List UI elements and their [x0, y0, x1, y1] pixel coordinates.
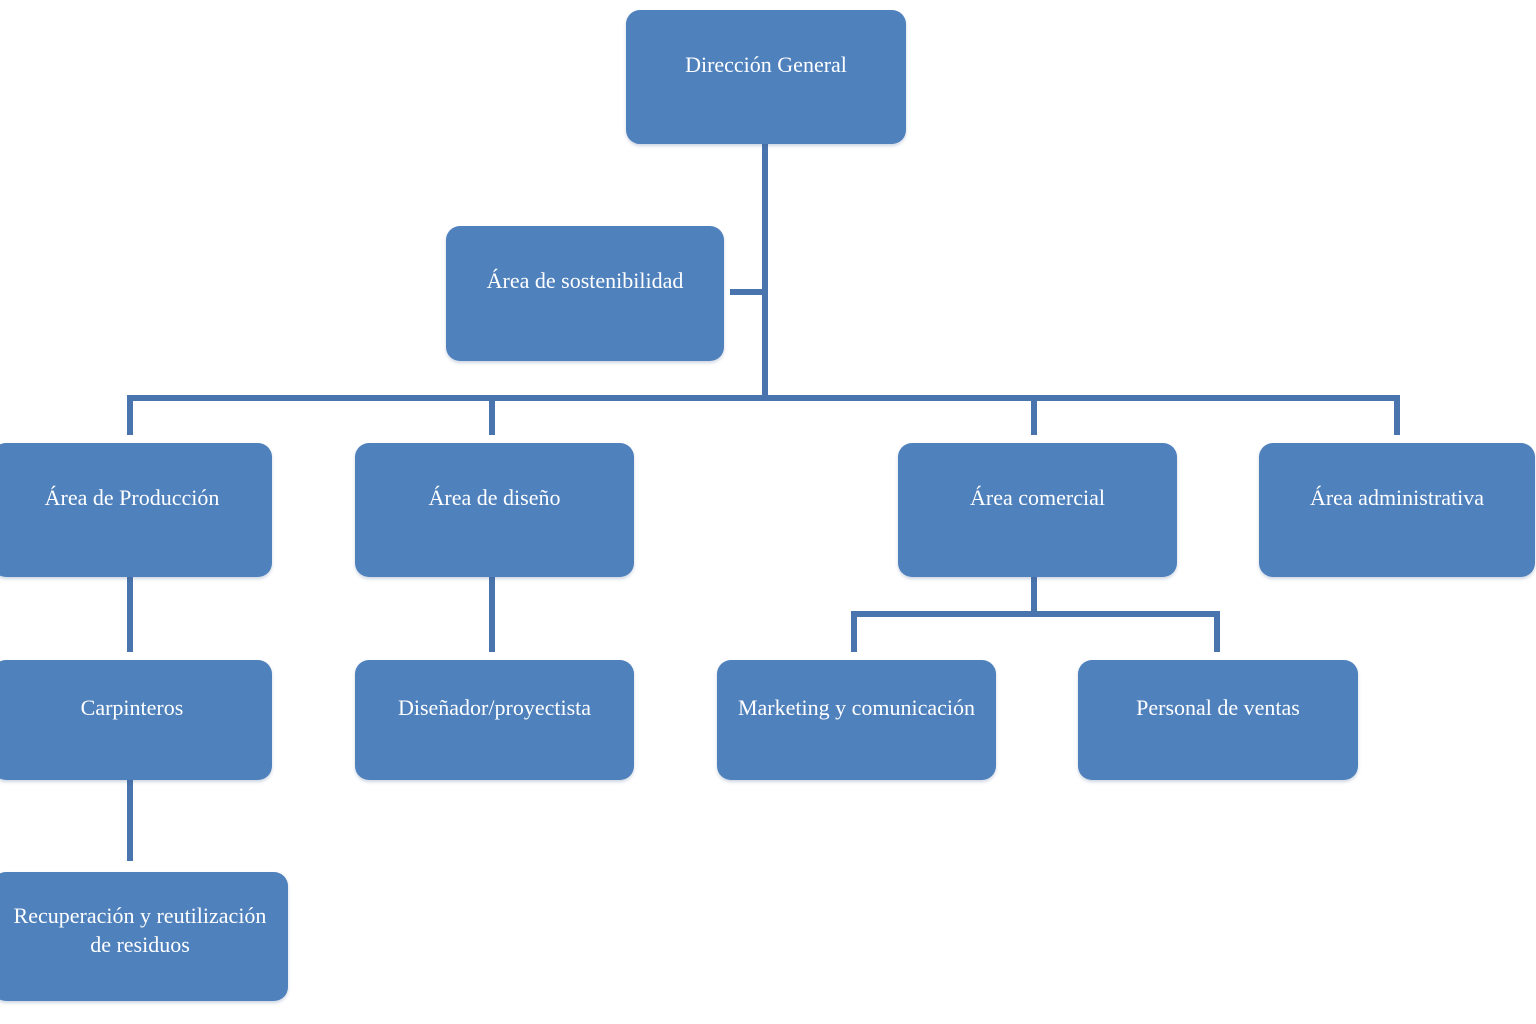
- node-label: Área de diseño: [428, 485, 561, 510]
- node-label: Área de sostenibilidad: [486, 268, 684, 293]
- node-label: Personal de ventas: [1136, 695, 1300, 720]
- node-label-line1: Recuperación y reutilización: [13, 903, 267, 928]
- node-disenador-proyectista: Diseñador/proyectista: [355, 660, 634, 780]
- node-label: Dirección General: [685, 52, 847, 77]
- node-area-administrativa: Área administrativa: [1259, 443, 1535, 577]
- node-recuperacion-residuos: Recuperación y reutilización de residuos: [0, 872, 288, 1001]
- node-direccion-general: Dirección General: [626, 10, 906, 144]
- node-area-diseno: Área de diseño: [355, 443, 634, 577]
- node-label: Área de Producción: [44, 485, 220, 510]
- node-marketing-comunicacion: Marketing y comunicación: [717, 660, 996, 780]
- node-carpinteros: Carpinteros: [0, 660, 272, 780]
- node-label: Marketing y comunicación: [737, 695, 976, 720]
- node-personal-ventas: Personal de ventas: [1078, 660, 1358, 780]
- node-label: Área comercial: [970, 485, 1105, 510]
- node-label-line2: de residuos: [90, 932, 190, 957]
- node-label: Área administrativa: [1309, 485, 1485, 510]
- node-label: Carpinteros: [80, 695, 184, 720]
- node-area-produccion: Área de Producción: [0, 443, 272, 577]
- node-label: Diseñador/proyectista: [397, 695, 592, 720]
- node-area-comercial: Área comercial: [898, 443, 1177, 577]
- node-area-sostenibilidad: Área de sostenibilidad: [446, 226, 724, 361]
